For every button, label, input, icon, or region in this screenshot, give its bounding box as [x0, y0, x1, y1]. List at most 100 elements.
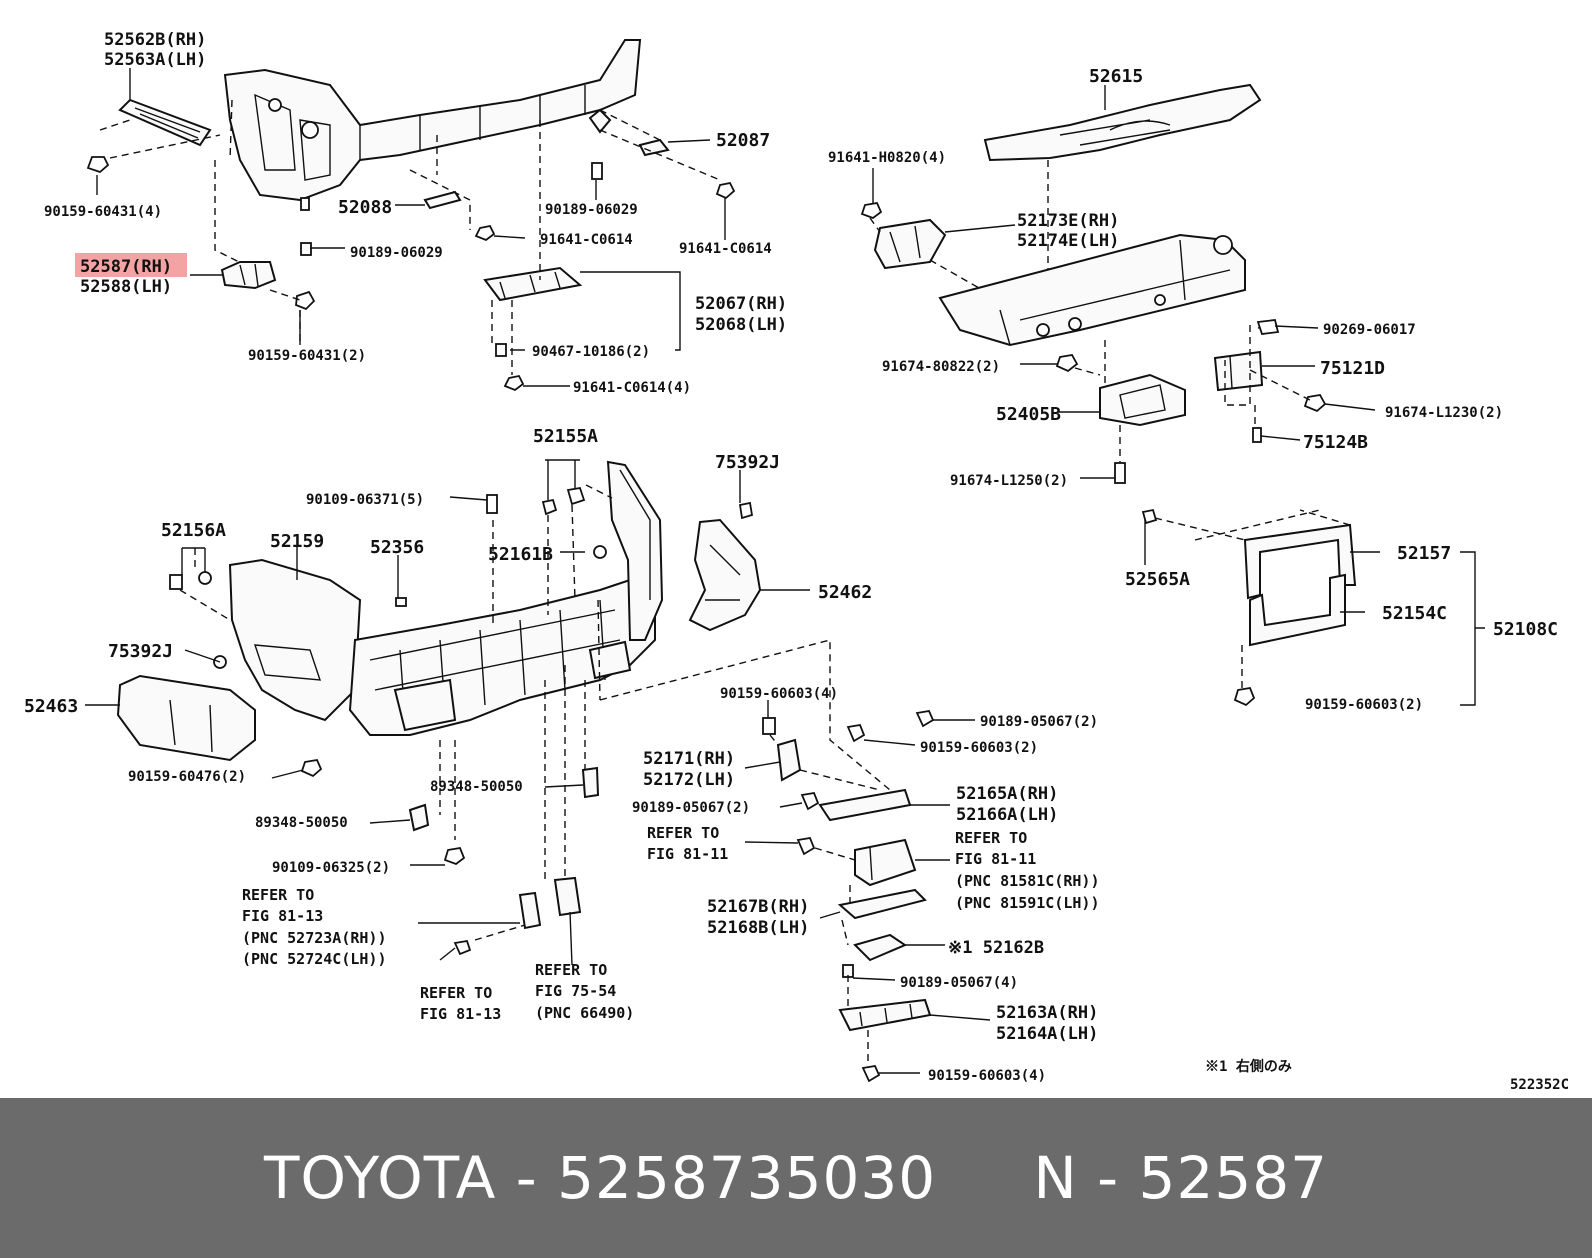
- ref-75-54-3: (PNC 66490): [535, 1004, 634, 1022]
- label-52161B: 52161B: [488, 544, 553, 565]
- part-52463: [116, 674, 256, 762]
- label-52565A: 52565A: [1125, 569, 1190, 590]
- footer-bar: TOYOTA - 5258735030 N - 52587: [0, 1098, 1592, 1258]
- label-52174E: 52174E(LH): [1017, 231, 1119, 251]
- label-52087: 52087: [716, 130, 770, 151]
- ref-81-11-a-1: REFER TO: [647, 824, 719, 842]
- part-52165A: [818, 788, 912, 822]
- label-52356: 52356: [370, 537, 424, 558]
- label-90159-60603-4a: 90159-60603(4): [720, 686, 838, 702]
- footer-part-number: TOYOTA - 5258735030 N - 52587: [263, 1144, 1329, 1212]
- part-52462: [688, 518, 762, 632]
- label-90159-60431-4: 90159-60431(4): [44, 204, 162, 220]
- label-91674-L1230: 91674-L1230(2): [1385, 405, 1503, 421]
- part-52405B: [1099, 373, 1186, 427]
- label-75392J-a: 75392J: [715, 452, 780, 473]
- part-52173E: [873, 218, 947, 270]
- ref-81-13-b-2: FIG 81-13: [420, 1005, 501, 1023]
- label-91641-C0614-a: 91641-C0614: [540, 232, 633, 248]
- label-52587: 52587(RH): [80, 257, 172, 277]
- parts-diagram: 52562B(RH) 52563A(LH) 52587(RH) 52588(LH…: [24, 30, 1570, 1093]
- ref-81-11-b-2: FIG 81-11: [955, 850, 1036, 868]
- part-52157: [1243, 523, 1357, 600]
- label-52157: 52157: [1397, 543, 1451, 564]
- part-52161B-column: [606, 460, 664, 641]
- part-labels: 52562B(RH) 52563A(LH) 52587(RH) 52588(LH…: [24, 30, 1569, 1093]
- label-90159-60476: 90159-60476(2): [128, 769, 246, 785]
- label-90109-06371: 90109-06371(5): [306, 492, 424, 508]
- label-90159-60431-2: 90159-60431(2): [248, 348, 366, 364]
- part-52562B: [118, 98, 212, 147]
- label-52164A: 52164A(LH): [996, 1024, 1098, 1044]
- part-52167B: [837, 888, 927, 920]
- label-90467-10186: 90467-10186(2): [532, 344, 650, 360]
- label-52173E: 52173E(RH): [1017, 211, 1119, 231]
- label-52405B: 52405B: [996, 404, 1061, 425]
- part-52405-beam: [938, 233, 1246, 347]
- ref-75-54-2: FIG 75-54: [535, 982, 616, 1000]
- part-52159: [228, 558, 362, 722]
- label-52172: 52172(LH): [643, 770, 735, 790]
- label-90189-05067-2a: 90189-05067(2): [980, 714, 1098, 730]
- label-52166A: 52166A(LH): [956, 805, 1058, 825]
- diagram-code: 522352C: [1510, 1077, 1569, 1093]
- label-90189-06029-a: 90189-06029: [350, 245, 443, 261]
- part-52587: [220, 261, 277, 290]
- label-52108C: 52108C: [1493, 619, 1558, 640]
- part-52615: [983, 83, 1262, 162]
- label-52167B: 52167B(RH): [707, 897, 809, 917]
- label-52615: 52615: [1089, 66, 1143, 87]
- label-52163A: 52163A(RH): [996, 1003, 1098, 1023]
- label-90159-60603-4b: 90159-60603(4): [928, 1068, 1046, 1084]
- ref-75-54-1: REFER TO: [535, 961, 607, 979]
- part-75121D: [1213, 350, 1264, 392]
- part-52163A: [838, 998, 932, 1032]
- part-52154C: [1249, 573, 1346, 647]
- ref-81-13-a-2: FIG 81-13: [242, 907, 323, 925]
- label-52088: 52088: [338, 197, 392, 218]
- label-52563A: 52563A(LH): [104, 50, 206, 70]
- label-89348-50050-b: 89348-50050: [255, 815, 348, 831]
- label-91641-H0820: 91641-H0820(4): [828, 150, 946, 166]
- label-90189-05067-2b: 90189-05067(2): [632, 800, 750, 816]
- label-52165A: 52165A(RH): [956, 784, 1058, 804]
- label-75121D: 75121D: [1320, 358, 1385, 379]
- label-90269-06017: 90269-06017: [1323, 322, 1416, 338]
- label-91641-C0614-4: 91641-C0614(4): [573, 380, 691, 396]
- label-52168B: 52168B(LH): [707, 918, 809, 938]
- label-52068: 52068(LH): [695, 315, 787, 335]
- main-bumper-body: [348, 578, 656, 736]
- label-52156A: 52156A: [161, 520, 226, 541]
- fastener-icons-top-left: [86, 108, 736, 392]
- label-52171: 52171(RH): [643, 749, 735, 769]
- label-52159: 52159: [270, 531, 324, 552]
- ref-81-13-a-3: (PNC 52723A(RH)): [242, 929, 387, 947]
- label-90189-06029-b: 90189-06029: [545, 202, 638, 218]
- ref-81-11-a-2: FIG 81-11: [647, 845, 728, 863]
- part-52162B: [853, 933, 908, 962]
- label-75392J-b: 75392J: [108, 641, 173, 662]
- label-91641-C0614-b: 91641-C0614: [679, 241, 772, 257]
- label-90159-60603-2a: 90159-60603(2): [1305, 697, 1423, 713]
- label-52588: 52588(LH): [80, 277, 172, 297]
- label-52562B: 52562B(RH): [104, 30, 206, 50]
- ref-81-11-b-4: (PNC 81591C(LH)): [955, 894, 1100, 912]
- label-91674-80822: 91674-80822(2): [882, 359, 1000, 375]
- ref-81-11-b-3: (PNC 81581C(RH)): [955, 872, 1100, 890]
- upper-bumper-frame: [223, 39, 642, 202]
- label-52154C: 52154C: [1382, 603, 1447, 624]
- part-refer-81-11-box: [854, 838, 917, 887]
- part-52067: [483, 266, 583, 302]
- highlight-52587: [75, 253, 187, 277]
- label-90109-06325: 90109-06325(2): [272, 860, 390, 876]
- label-52155A: 52155A: [533, 426, 598, 447]
- ref-81-11-b-1: REFER TO: [955, 829, 1027, 847]
- label-52162B: ※1 52162B: [948, 938, 1044, 958]
- ref-81-13-a-1: REFER TO: [242, 886, 314, 904]
- label-52067: 52067(RH): [695, 294, 787, 314]
- label-52463: 52463: [24, 696, 78, 717]
- label-75124B: 75124B: [1303, 432, 1368, 453]
- ref-81-13-a-4: (PNC 52724C(LH)): [242, 950, 387, 968]
- label-90159-60603-2b: 90159-60603(2): [920, 740, 1038, 756]
